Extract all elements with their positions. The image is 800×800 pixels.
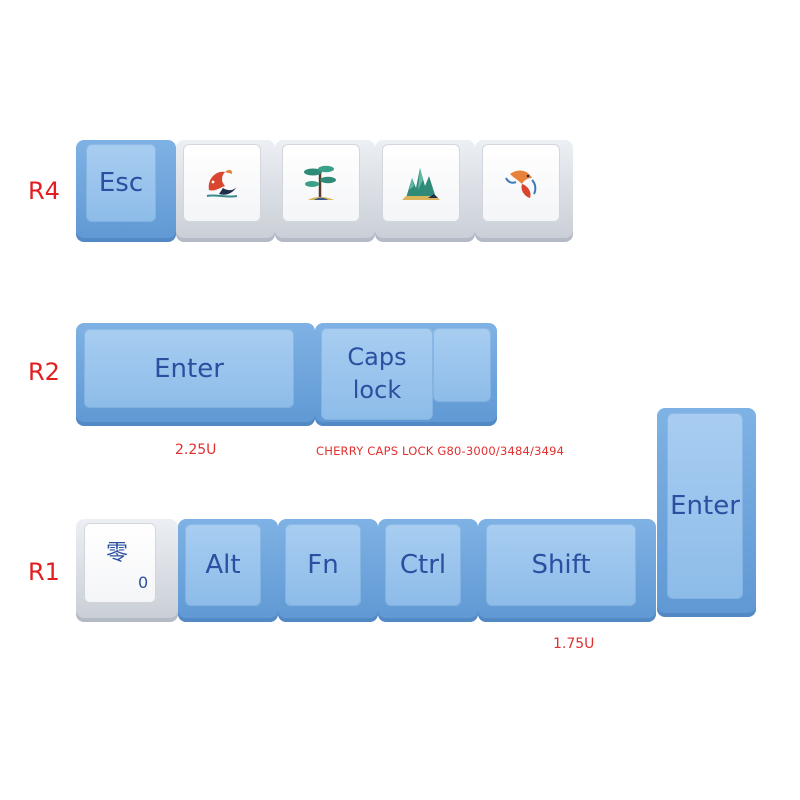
- caps-lock-key: Caps lock: [315, 323, 497, 426]
- alt-key-legend: Alt: [205, 550, 241, 580]
- ctrl-key-legend: Ctrl: [399, 550, 447, 580]
- pine-tree-keycap: [275, 140, 375, 242]
- shift-175u-key: Shift: [478, 519, 656, 622]
- vertical-enter-legend: Enter: [670, 491, 740, 521]
- enter-225u-key: Enter: [76, 323, 315, 426]
- caps-legend-line2: lock: [352, 376, 402, 404]
- mountain-landscape-art: [402, 168, 440, 200]
- caps-legend-line1: Caps: [347, 343, 407, 371]
- fn-key: Fn: [278, 519, 378, 622]
- shift-key-legend: Shift: [531, 550, 591, 580]
- shift-size-label: 1.75U: [553, 636, 595, 652]
- mountain-keycap: [375, 140, 475, 242]
- zero-char-legend: 零: [106, 541, 129, 566]
- zero-digit-legend: 0: [138, 573, 149, 592]
- enter-key-legend: Enter: [154, 353, 224, 384]
- caps-lock-stepped-section: [433, 328, 491, 402]
- alt-key: Alt: [178, 519, 278, 622]
- zero-key: 零 0: [76, 519, 178, 622]
- enter-size-label: 2.25U: [175, 442, 217, 458]
- koi-fish-art: [206, 169, 238, 198]
- pine-tree-art: [304, 165, 336, 200]
- row-label-r1: R1: [28, 558, 60, 586]
- vertical-enter-key: Enter: [657, 408, 756, 617]
- koi-fish-art: [505, 170, 537, 198]
- caps-lock-note: CHERRY CAPS LOCK G80-3000/3484/3494: [316, 444, 565, 458]
- ctrl-key: Ctrl: [378, 519, 478, 622]
- esc-key: Esc: [76, 140, 176, 242]
- row-label-r2: R2: [28, 358, 60, 386]
- fn-key-legend: Fn: [307, 550, 339, 580]
- esc-key-legend: Esc: [98, 168, 144, 198]
- koi-keycap: [176, 140, 275, 242]
- koi-keycap-2: [475, 140, 573, 242]
- row-label-r4: R4: [28, 177, 60, 205]
